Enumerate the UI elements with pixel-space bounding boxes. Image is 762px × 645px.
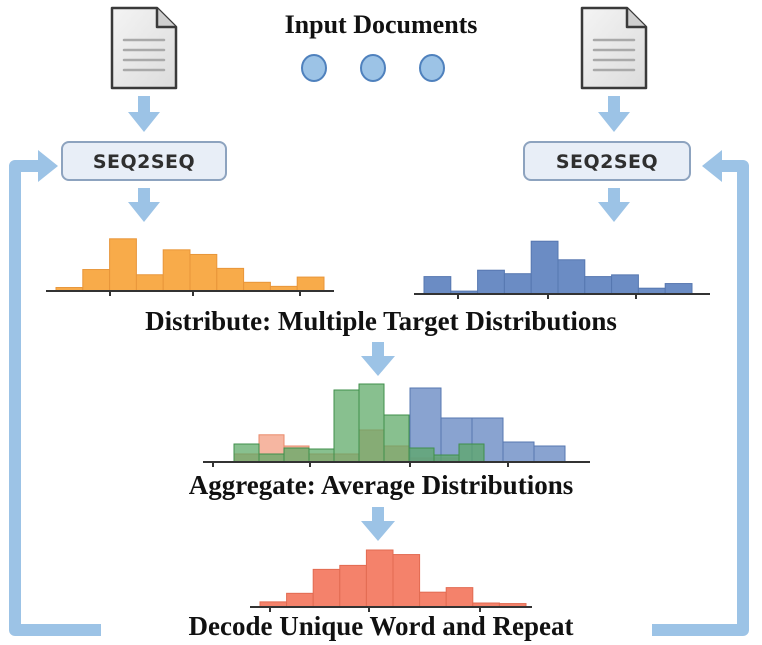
document-icon-right [580,6,648,90]
feedback-loop-arrow-right [652,150,749,636]
seq2seq-box-left: SEQ2SEQ [61,141,227,181]
orange-bar [162,249,191,292]
blue-bar [584,276,613,295]
decode-label: Decode Unique Word and Repeat [188,611,574,641]
green-bar [258,453,285,463]
blue-bar [530,240,559,295]
green-bar [383,414,410,463]
seq2seq-label-left: SEQ2SEQ [93,151,195,173]
feedback-loop-arrow-left [9,150,101,636]
blue-bar [611,274,639,295]
green-bar [358,383,385,463]
orange-bar [189,253,218,292]
orange-bar [82,269,111,292]
blue-bar [664,283,693,295]
down-arrow-icon-seq-left [128,188,160,222]
blue-bar [503,273,532,295]
down-arrow-icon-doc-right [598,96,630,132]
blue-bar [423,276,452,295]
red-bar [365,549,394,608]
red-bar [419,591,447,608]
histogram-right [414,240,710,299]
down-arrow-icon-distribute [361,342,395,376]
red-bar [339,564,367,608]
histogram-left [46,238,334,296]
orange-bar [243,281,271,292]
green-bar [433,454,460,463]
down-arrow-icon-seq-right [598,188,630,222]
green-bar [408,447,435,463]
input-documents-label: Input Documents [284,10,478,39]
red-bar [312,568,341,608]
document-icon-left [110,6,178,90]
histogram-aggregate [203,383,590,467]
seq2seq-label-right: SEQ2SEQ [556,151,658,173]
green-bar [333,389,360,463]
aggregate-label: Aggregate: Average Distributions [188,470,574,500]
orange-bar [109,238,137,292]
down-arrow-icon-doc-left [128,96,160,132]
red-bar [286,592,314,608]
red-bar [445,587,474,608]
seq2seq-box-right: SEQ2SEQ [523,141,691,181]
green-bar [458,443,485,463]
orange-bar [216,267,245,292]
distribute-label: Distribute: Multiple Target Distribution… [145,306,617,336]
green-bar [308,448,335,463]
orange-bar [135,274,164,292]
blue-bar [502,441,535,463]
orange-bar [296,276,325,292]
histogram-decode [250,549,532,612]
blue-bar [533,445,566,463]
down-arrow-icon-aggregate [361,507,395,541]
blue-bar [557,259,586,295]
blue-bar [477,269,505,295]
green-bar [233,443,260,463]
ellipsis-dots-icon [301,54,445,82]
green-bar [283,447,310,463]
red-bar [392,554,421,608]
